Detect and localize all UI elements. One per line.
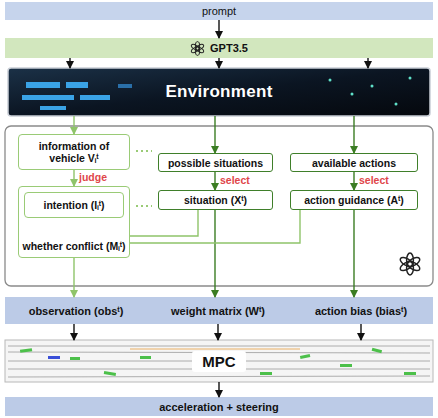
edge-label: judge — [79, 171, 107, 183]
vehicle-marks — [20, 348, 416, 376]
llm-container — [5, 126, 433, 286]
node-label: situation (Xᵗ) — [184, 194, 247, 206]
flow-arrow — [73, 170, 74, 186]
flow-arrow — [73, 258, 74, 297]
road-lines — [8, 346, 430, 377]
node-label: intention (Iᵢᵗ) — [44, 199, 105, 211]
input-band: prompt — [5, 2, 433, 20]
node-label: weight matrix (Wᵗ) — [171, 305, 265, 317]
flow-arrow — [130, 210, 198, 236]
process-box: information of vehicle Vᵢᵗ — [18, 134, 130, 170]
node-label: whether conflict (Mᵢᵗ) — [23, 240, 126, 252]
process-box: available actions — [290, 153, 418, 172]
flow-arrow — [214, 172, 215, 190]
flow-arrow — [367, 58, 368, 68]
flow-arrow — [218, 20, 219, 38]
node-label: information of vehicle Vᵢᵗ — [21, 140, 127, 164]
output-band: acceleration + steering — [5, 397, 433, 416]
flow-arrow — [360, 324, 361, 340]
node-label: prompt — [202, 5, 236, 17]
process-box: whether conflict (Mᵢᵗ) intention (Iᵢᵗ) — [18, 186, 130, 258]
output-band: observation (obsᵗ) — [5, 297, 147, 324]
process-box: intention (Iᵢᵗ) — [24, 192, 124, 218]
edge-label: select — [220, 174, 250, 186]
node-label: available actions — [312, 157, 396, 169]
openai-logo — [190, 41, 205, 56]
flow-arrow — [353, 210, 354, 297]
flow-arrow — [214, 210, 215, 297]
flow-arrow — [73, 116, 74, 134]
node-label: GPT3.5 — [210, 42, 248, 54]
node-label: MPC — [192, 351, 245, 372]
node-label: action guidance (Aᵗ) — [304, 194, 404, 206]
output-band: weight matrix (Wᵗ) — [147, 297, 289, 324]
flow-arrow — [73, 324, 74, 340]
node-label: possible situations — [168, 157, 263, 169]
flow-arrow — [353, 172, 354, 190]
flow-arrow — [69, 58, 70, 68]
process-box: action guidance (Aᵗ) — [290, 190, 418, 210]
flow-arrow — [218, 382, 219, 397]
controller-band: MPC — [5, 340, 433, 382]
environment-band: Environment — [8, 68, 430, 116]
ellipsis-dots — [136, 205, 152, 207]
process-box: situation (Xᵗ) — [158, 190, 273, 210]
node-label: observation (obsᵗ) — [29, 305, 124, 317]
flow-arrow — [214, 116, 215, 153]
output-band: action bias (biasᵗ) — [289, 297, 433, 324]
node-label: Environment — [165, 82, 272, 102]
mpc-background — [5, 340, 433, 382]
environment-background — [8, 68, 430, 116]
flow-arrow — [130, 210, 300, 243]
ellipsis-dots — [136, 150, 152, 152]
node-label: acceleration + steering — [159, 401, 279, 413]
openai-logo — [399, 253, 421, 275]
process-box: possible situations — [158, 153, 273, 172]
llm-band: GPT3.5 — [5, 38, 433, 58]
flow-arrow — [217, 324, 218, 340]
flow-arrow — [353, 116, 354, 153]
flow-arrow — [218, 58, 219, 68]
environment-pattern — [22, 77, 412, 111]
edge-label: select — [359, 174, 389, 186]
node-label: action bias (biasᵗ) — [315, 305, 407, 317]
